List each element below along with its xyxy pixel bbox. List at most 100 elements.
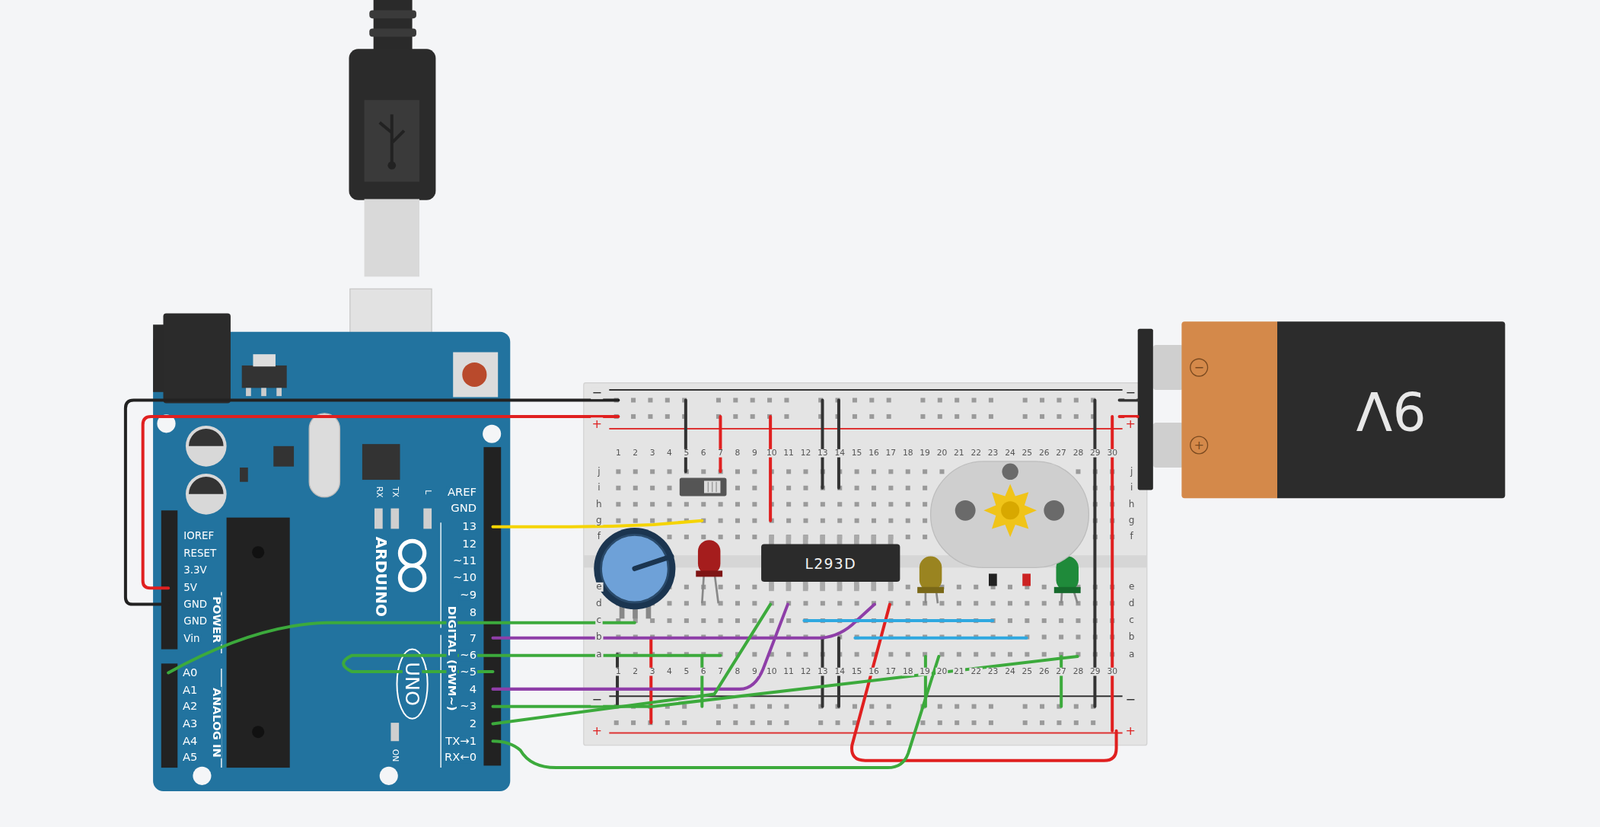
- arduino-board-part: [221, 522, 441, 768]
- arduino-board-part: [276, 387, 282, 396]
- row-letter: g: [1128, 516, 1136, 526]
- breadboard-holes-part: [615, 468, 621, 474]
- components-part: [634, 556, 672, 569]
- breadboard-holes-part: [1024, 600, 1030, 606]
- arduino-board-part: [400, 540, 425, 565]
- usb-cable-part: [379, 114, 405, 163]
- breadboard-holes-part: [939, 600, 944, 606]
- components-part: [917, 586, 944, 593]
- breadboard-holes-part: [650, 468, 655, 474]
- breadboard-holes-part: [1039, 704, 1045, 709]
- breadboard-holes-part: [886, 397, 892, 402]
- components-part: [983, 483, 1037, 537]
- breadboard-holes-part: [631, 397, 636, 402]
- breadboard-holes-part: [735, 518, 740, 523]
- breadboard-holes-part: [767, 720, 772, 725]
- rail-sign: −: [1124, 692, 1137, 705]
- breadboard-holes-part: [633, 468, 638, 474]
- column-number: 6: [699, 667, 708, 676]
- pin-label: ~6: [458, 649, 478, 661]
- breadboard-holes-part: [972, 414, 977, 419]
- column-number: 17: [884, 667, 897, 676]
- arduino-board-part: [390, 508, 399, 530]
- breadboard-holes-part: [750, 397, 756, 402]
- row-letter: j: [596, 466, 602, 476]
- chip-pins-part: [870, 580, 877, 591]
- breadboard-holes-part: [666, 618, 672, 623]
- column-number: 26: [1038, 449, 1051, 458]
- arduino-board-part: [462, 362, 487, 387]
- breadboard-holes-part: [1075, 634, 1081, 639]
- board-text: POWER: [210, 595, 223, 644]
- column-number: 2: [631, 449, 640, 458]
- components-part: [695, 570, 723, 577]
- components-part: [1043, 500, 1065, 521]
- breadboard-holes-part: [684, 501, 689, 507]
- column-number: 19: [918, 667, 931, 676]
- arduino-board-part: [261, 387, 267, 396]
- terminal-sign: −: [1189, 358, 1208, 377]
- breadboard-holes-part: [956, 651, 962, 657]
- breadboard-holes-part: [615, 518, 621, 523]
- column-number: 12: [799, 449, 812, 458]
- breadboard-holes-part: [733, 397, 738, 402]
- components-part: [1000, 500, 1020, 520]
- breadboard-holes-part: [701, 501, 706, 507]
- ic-chip-text: L293D: [804, 555, 856, 571]
- breadboard-holes-part: [888, 468, 893, 474]
- arduino-board-part: [452, 351, 498, 397]
- breadboard-holes-part: [767, 397, 772, 402]
- breadboard-holes-part: [1039, 414, 1045, 419]
- breadboard-holes-part: [886, 414, 892, 419]
- breadboard-holes-part: [854, 485, 860, 491]
- column-number: 25: [1020, 667, 1033, 676]
- breadboard-holes-part: [820, 600, 826, 606]
- usb-cable-part: [348, 48, 436, 200]
- rail-sign: +: [1124, 724, 1137, 737]
- breadboard-holes-part: [922, 485, 928, 491]
- column-number: 12: [799, 667, 812, 676]
- board-text: DIGITAL (PWM~): [446, 604, 458, 711]
- breadboard-holes-part: [735, 584, 740, 590]
- row-letter: b: [595, 631, 603, 641]
- breadboard-holes-part: [837, 501, 842, 507]
- column-number: 23: [986, 449, 999, 458]
- breadboard-holes-part: [684, 584, 689, 590]
- breadboard-holes-part: [854, 600, 860, 606]
- breadboard-holes-part: [735, 468, 740, 474]
- breadboard-holes-part: [922, 518, 928, 523]
- breadboard-holes-part: [682, 720, 687, 725]
- breadboard-holes: [614, 397, 1116, 725]
- pin-label: 2: [468, 717, 478, 730]
- breadboard-holes-part: [650, 501, 655, 507]
- breadboard-holes-part: [988, 704, 994, 709]
- breadboard-holes-part: [972, 704, 977, 709]
- components-part: [698, 539, 721, 575]
- wires: [125, 400, 1138, 769]
- arduino-board-part: [396, 649, 428, 719]
- breadboard-holes-part: [733, 414, 738, 419]
- column-number: 14: [833, 667, 846, 676]
- breadboard-holes-part: [665, 397, 670, 402]
- breadboard-holes-part: [735, 618, 740, 623]
- breadboard-holes-part: [784, 397, 789, 402]
- wires-part: [492, 656, 939, 768]
- column-number: 11: [782, 449, 795, 458]
- breadboard-holes-part: [905, 584, 911, 590]
- pin-label: GND: [182, 599, 208, 609]
- arduino-board-part: [188, 428, 224, 447]
- wires-part: [803, 620, 1027, 638]
- column-number: 8: [733, 449, 742, 458]
- breadboard-holes-part: [701, 468, 706, 474]
- breadboard-holes-part: [1056, 414, 1062, 419]
- breadboard-holes-part: [718, 501, 724, 507]
- breadboard-holes-part: [820, 518, 826, 523]
- breadboard-holes-part: [972, 720, 977, 725]
- row-letter: b: [1128, 631, 1136, 641]
- column-number: 19: [918, 449, 931, 458]
- row-letter: g: [595, 516, 603, 526]
- breadboard-holes-part: [905, 518, 911, 523]
- components-part: [955, 500, 976, 521]
- wires-part: [343, 655, 721, 672]
- breadboard-holes-part: [666, 600, 672, 606]
